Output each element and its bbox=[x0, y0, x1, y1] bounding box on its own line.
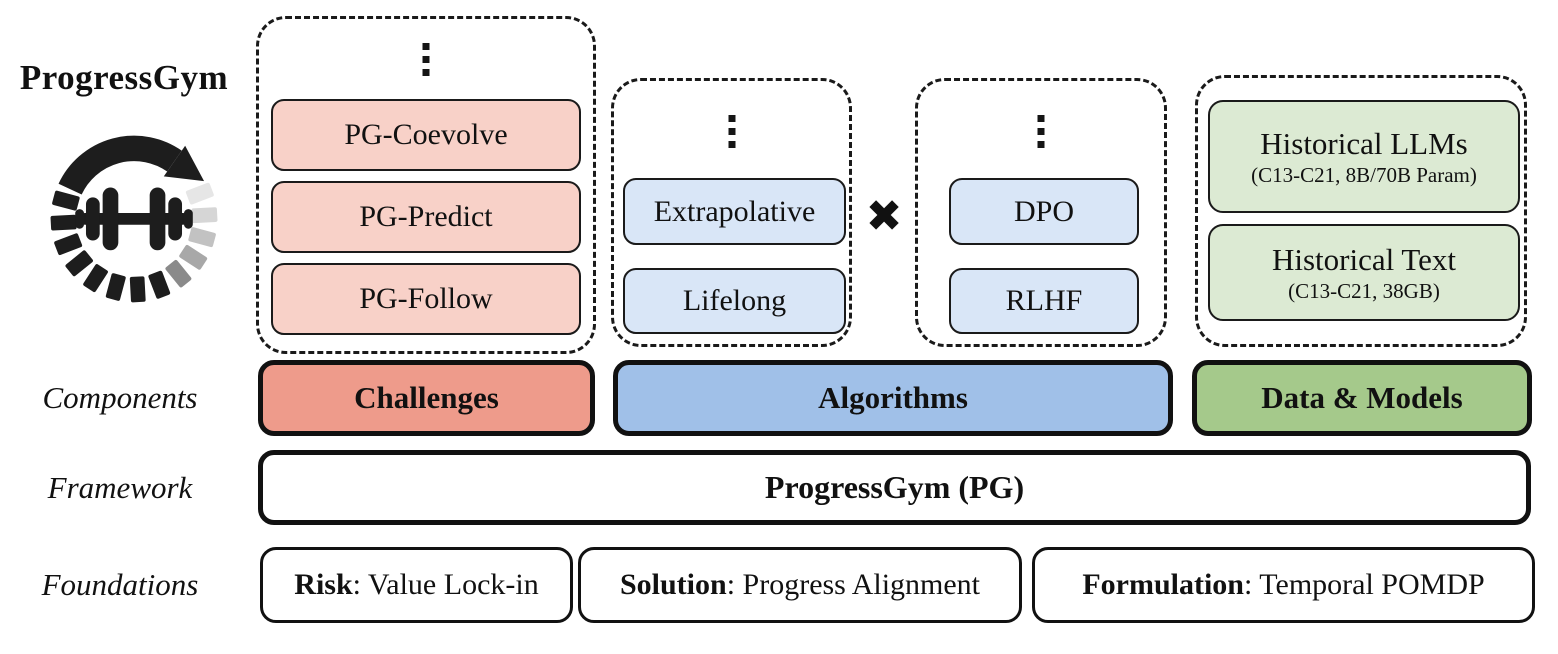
historical-text-subtitle: (C13-C21, 38GB) bbox=[1288, 278, 1440, 303]
algorithm-type-extrapolative: Extrapolative bbox=[623, 178, 846, 245]
foundation-solution-desc: : Progress Alignment bbox=[726, 568, 981, 601]
foundation-risk-term: Risk bbox=[294, 568, 353, 601]
foundations-row-label: Foundations bbox=[41, 567, 199, 602]
component-algorithms: Algorithms bbox=[613, 360, 1173, 436]
foundation-formulation: Formulation: Temporal POMDP bbox=[1032, 547, 1535, 623]
more-methods-ellipsis-icon bbox=[1037, 115, 1045, 148]
components-row-label: Components bbox=[42, 380, 198, 415]
foundation-risk-desc: : Value Lock-in bbox=[352, 568, 539, 601]
more-algorithm-types-ellipsis-icon bbox=[728, 115, 735, 148]
cross-product-icon: ✖ bbox=[865, 191, 903, 242]
algorithm-types-group: Extrapolative Lifelong bbox=[611, 78, 852, 347]
challenges-group: PG-Coevolve PG-Predict PG-Follow bbox=[256, 16, 596, 354]
component-challenges: Challenges bbox=[258, 360, 595, 436]
challenge-pg-coevolve: PG-Coevolve bbox=[271, 99, 581, 171]
historical-text-card: Historical Text (C13-C21, 38GB) bbox=[1208, 224, 1520, 321]
challenge-pg-predict: PG-Predict bbox=[271, 181, 581, 253]
framework-row-label: Framework bbox=[47, 469, 193, 505]
algorithm-type-lifelong: Lifelong bbox=[623, 268, 846, 334]
foundation-risk: Risk: Value Lock-in bbox=[260, 547, 573, 623]
historical-llms-subtitle: (C13-C21, 8B/70B Param) bbox=[1251, 162, 1477, 187]
historical-text-title: Historical Text bbox=[1271, 241, 1457, 277]
component-data-models: Data & Models bbox=[1192, 360, 1532, 436]
historical-llms-card: Historical LLMs (C13-C21, 8B/70B Param) bbox=[1208, 100, 1520, 213]
historical-llms-title: Historical LLMs bbox=[1260, 125, 1468, 161]
challenge-pg-follow: PG-Follow bbox=[271, 263, 581, 335]
progress-loop-dumbbell-icon bbox=[36, 116, 232, 312]
foundation-formulation-desc: : Temporal POMDP bbox=[1243, 568, 1485, 601]
algorithm-method-rlhf: RLHF bbox=[949, 268, 1139, 334]
data-models-group: Historical LLMs (C13-C21, 8B/70B Param) … bbox=[1195, 75, 1527, 347]
logo-title: ProgressGym bbox=[19, 58, 229, 97]
algorithm-methods-group: DPO RLHF bbox=[915, 78, 1167, 347]
foundation-formulation-term: Formulation bbox=[1082, 568, 1244, 601]
more-challenges-ellipsis-icon bbox=[422, 43, 430, 76]
foundation-solution-term: Solution bbox=[619, 568, 727, 601]
algorithm-method-dpo: DPO bbox=[949, 178, 1139, 245]
framework-progressgym-box: ProgressGym (PG) bbox=[258, 450, 1531, 525]
foundation-solution: Solution: Progress Alignment bbox=[578, 547, 1022, 623]
